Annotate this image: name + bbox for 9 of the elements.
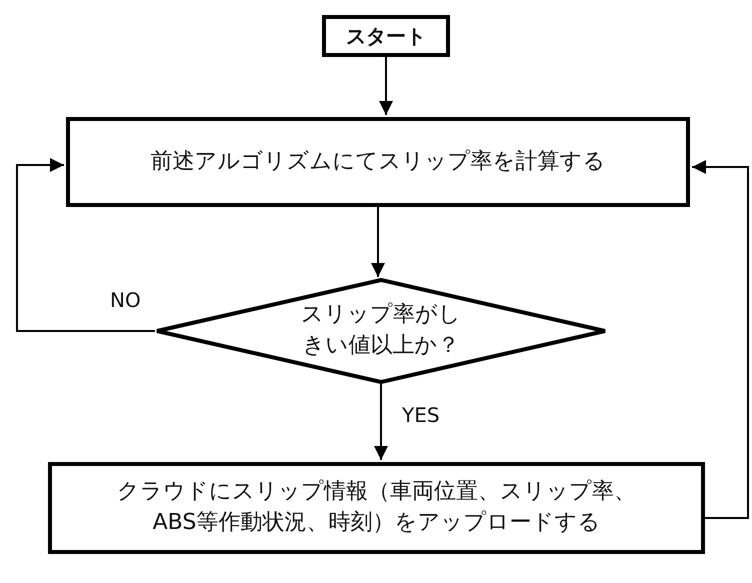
arrow <box>692 160 749 519</box>
arrow <box>16 158 155 332</box>
decision-diamond: スリップ率がしきい値以上か？ <box>155 278 607 384</box>
process-box: 前述アルゴリズムにてスリップ率を計算する <box>66 117 690 207</box>
arrow <box>371 207 385 277</box>
process-box: クラウドにスリップ情報（車両位置、スリップ率、ABS等作動状況、時刻）をアップロードする <box>48 462 705 554</box>
arrow <box>379 57 393 115</box>
start-box: スタート <box>322 15 450 57</box>
arrow <box>374 384 388 460</box>
